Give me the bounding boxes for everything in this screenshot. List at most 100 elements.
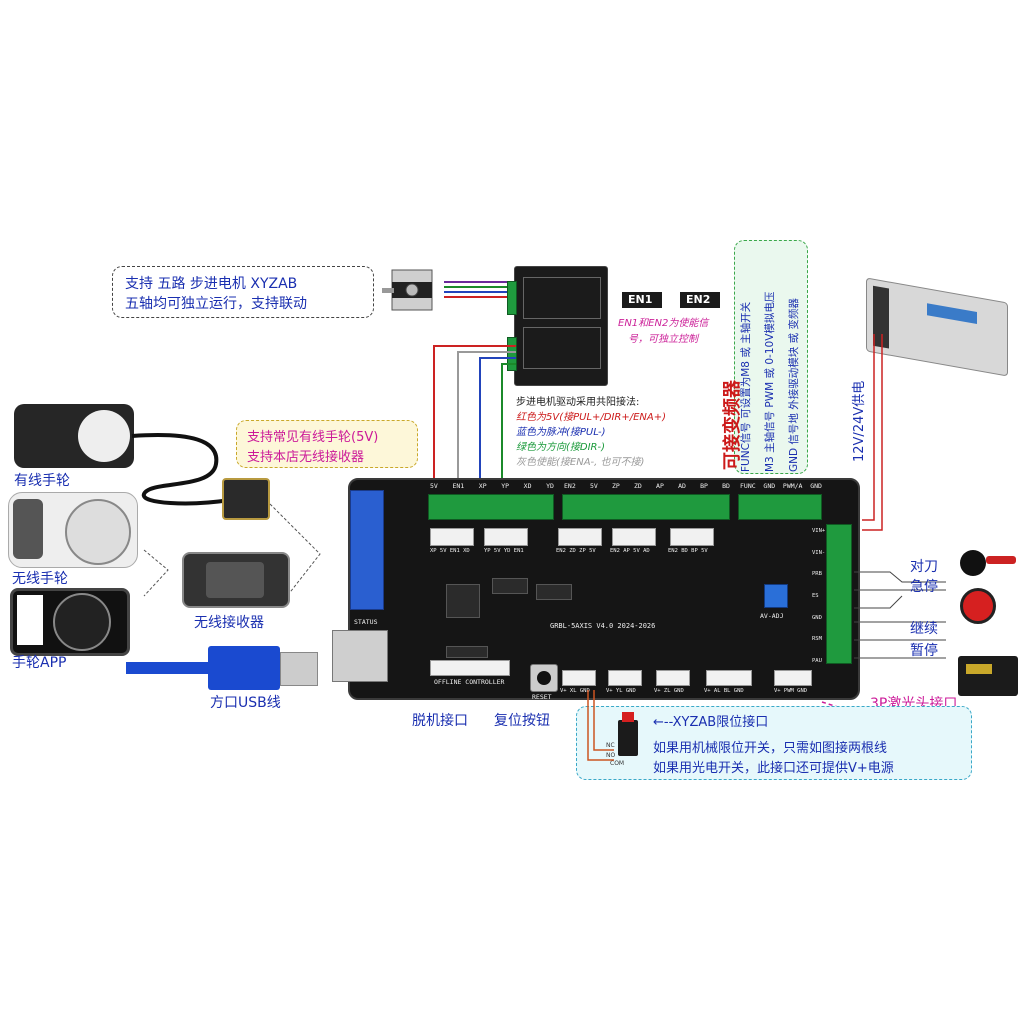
enable-note-1: EN1和EN2为使能信: [618, 318, 709, 329]
wireless-receiver: [182, 552, 290, 608]
control-board: STATUS 5V EN1 XP YP XD YD EN2 5V ZP ZD A…: [332, 478, 860, 701]
enable-note-2: 号，可独立控制: [628, 334, 698, 345]
switch-com: COM: [610, 760, 625, 767]
wiring-green: 绿色为方向(接DIR-): [516, 442, 606, 453]
receiver-arrows: [269, 503, 321, 601]
terminal-spindle-labels: FUNC GND PWM/A GND: [740, 482, 822, 490]
switch-nc: NC: [606, 742, 615, 749]
five-axis-line1: 支持 五路 步进电机 XYZAB: [125, 276, 298, 292]
mcu-chip: [446, 584, 480, 618]
probe-label: 对刀: [910, 559, 938, 575]
probe-clip-icon: [986, 556, 1016, 564]
limit-switch-icon: [618, 712, 638, 756]
usb-plug: [208, 646, 280, 690]
reset-button[interactable]: [530, 664, 558, 692]
pause-label: 暂停: [910, 643, 938, 659]
terminal-spindle: [738, 494, 822, 520]
reset-silk: RESET: [532, 693, 552, 701]
jst-z: [558, 528, 602, 546]
driver-wires: [433, 345, 516, 482]
wiring-blue: 蓝色为脉冲(接PUL-): [516, 427, 606, 438]
spindle-callout: [734, 240, 808, 474]
potentiometer[interactable]: [764, 584, 788, 608]
wireless-arrows: [143, 549, 169, 597]
board-name-silk: GRBL-5AXIS V4.0 2024-2026: [550, 622, 656, 630]
spindle-col1: FUNC信号 可设置为M8 或 主轴开关: [740, 301, 752, 472]
en2-label: EN2: [686, 293, 711, 306]
jst-y-silk: YP 5V YD EN1: [484, 548, 524, 554]
spindle-col3: GND 信号地 外接驱动模块 或 变频器: [788, 298, 800, 472]
jst-a: [612, 528, 656, 546]
jst-xl-silk: V+ XL GND: [560, 688, 590, 694]
wireless-handwheel: [8, 492, 138, 568]
handwheel-callout: 支持常见有线手轮(5V) 支持本店无线接收器: [236, 420, 418, 468]
resume-label: 继续: [910, 621, 938, 637]
limit-line2: 如果用光电开关，此接口还可提供V+电源: [653, 761, 894, 776]
terminal-xy: [428, 494, 554, 520]
estop-label: 急停: [910, 579, 938, 595]
handwheel-callout-line2: 支持本店无线接收器: [247, 450, 365, 465]
reset-label: 复位按钮: [494, 713, 550, 729]
jst-zl: [656, 670, 690, 686]
en1-label: EN1: [628, 293, 653, 306]
jst-laser-silk: V+ PWM GND: [774, 688, 808, 694]
jst-yl-silk: V+ YL GND: [606, 688, 636, 694]
usb-plug-tip: [280, 652, 318, 686]
spindle-col2: M3 主轴信号 PWM 或 0-10V模拟电压: [764, 291, 776, 472]
five-axis-callout: 支持 五路 步进电机 XYZAB 五轴均可独立运行，支持联动: [112, 266, 374, 318]
jst-zl-silk: V+ ZL GND: [654, 688, 684, 694]
jst-abl: [706, 670, 752, 686]
jst-yl: [608, 670, 642, 686]
wiring-red: 红色为5V(接PUL+/DIR+/ENA+): [516, 412, 667, 423]
handwheel-app: [10, 588, 130, 656]
estop-icon: [960, 588, 996, 624]
handwheel-callout-line1: 支持常见有线手轮(5V): [247, 430, 379, 445]
jst-a-silk: EN2 AP 5V AD: [610, 548, 650, 554]
status-silk: STATUS: [354, 618, 378, 626]
offline-connector: [430, 660, 510, 676]
handwheel-cable: [131, 433, 231, 506]
limit-title: ←--XYZAB限位接口: [653, 715, 769, 730]
jst-b: [670, 528, 714, 546]
usb-port: [332, 630, 388, 682]
pot-silk: AV-ADJ: [760, 612, 784, 620]
motor-wires: [444, 281, 516, 298]
jst-x-silk: XP 5V EN1 XD: [430, 548, 470, 554]
jst-y: [484, 528, 528, 546]
jst-b-silk: EN2 BD BP 5V: [668, 548, 708, 554]
stepper-driver: [507, 266, 608, 386]
jst-x: [430, 528, 474, 546]
power-wires: [862, 334, 883, 531]
wired-handwheel: [14, 404, 134, 468]
probe-icon: [960, 550, 986, 576]
limit-wires: [587, 690, 614, 761]
jst-laser: [774, 670, 812, 686]
db-port: [350, 490, 384, 610]
module-chip: [446, 646, 488, 658]
db9-connector: [222, 478, 270, 520]
stepper-motor-icon: [382, 269, 433, 311]
en1-tag: EN1: [622, 292, 662, 308]
five-axis-line2: 五轴均可独立运行，支持联动: [125, 296, 307, 312]
driver-chip-2: [536, 584, 572, 600]
handwheel-app-label: 手轮APP: [12, 655, 67, 671]
driver-chip-1: [492, 578, 528, 594]
wired-handwheel-label: 有线手轮: [14, 473, 70, 489]
input-wires: [854, 571, 946, 659]
jst-abl-silk: V+ AL BL GND: [704, 688, 744, 694]
offline-silk: OFFLINE CONTROLLER: [434, 678, 505, 686]
switch-no: NO: [606, 752, 616, 759]
terminal-right-labels: VIN+ VIN- PRB ES GND RSM PAU: [812, 528, 826, 664]
jst-z-silk: EN2 ZD ZP 5V: [556, 548, 596, 554]
wiring-gray: 灰色使能(接ENA-, 也可不接): [516, 457, 645, 468]
terminal-right: [826, 524, 852, 664]
jst-xl: [562, 670, 596, 686]
usb-label: 方口USB线: [210, 695, 281, 711]
terminal-zab: [562, 494, 730, 520]
wireless-handwheel-label: 无线手轮: [12, 571, 68, 587]
usb-cable: [126, 662, 222, 674]
wireless-receiver-label: 无线接收器: [194, 615, 264, 631]
limit-callout: ←--XYZAB限位接口 如果用机械限位开关，只需如图接两根线 如果用光电开关，…: [576, 706, 972, 780]
en2-tag: EN2: [680, 292, 720, 308]
limit-line1: 如果用机械限位开关，只需如图接两根线: [653, 741, 888, 756]
